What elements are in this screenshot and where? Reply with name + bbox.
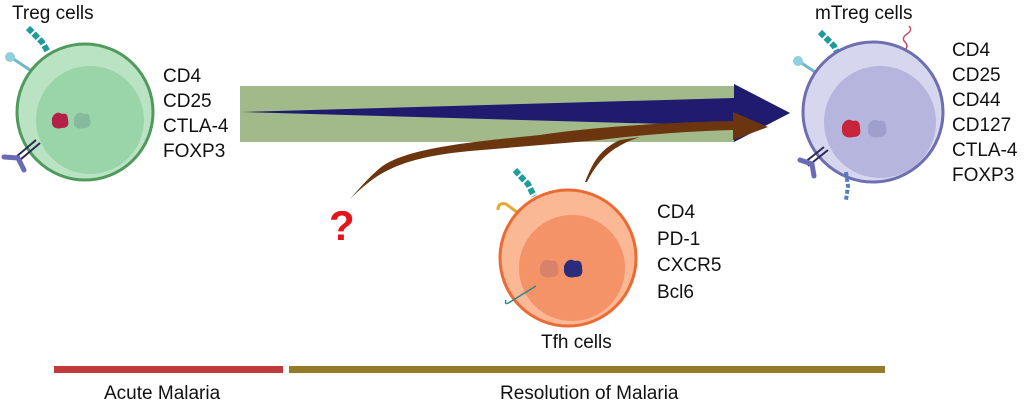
- resolution-malaria-label: Resolution of Malaria: [500, 383, 679, 404]
- mtreg-marker-list: CD4 CD25 CD44 CD127 CTLA-4 FOXP3: [952, 38, 1017, 188]
- tfh-marker: Bcl6: [657, 281, 694, 303]
- receptor-chain-icon: [844, 171, 851, 201]
- tfh-marker: CD4: [657, 202, 696, 223]
- treg-marker: CTLA-4: [163, 116, 229, 137]
- mtreg-marker: CD127: [952, 115, 1012, 136]
- chromatin-icon: [52, 112, 69, 129]
- tfh-marker: PD-1: [657, 228, 701, 250]
- tfh-branch-arrow: [585, 137, 640, 182]
- acute-malaria-label: Acute Malaria: [104, 383, 221, 404]
- treg-marker: CD4: [163, 66, 202, 87]
- tfh-cell: [496, 168, 638, 328]
- receptor-head-icon: [5, 52, 15, 62]
- antibody-icon: [1, 139, 41, 173]
- chromatin-shadow-icon: [540, 259, 559, 278]
- mtreg-marker: FOXP3: [952, 165, 1015, 186]
- chromatin-shadow-icon: [74, 112, 91, 129]
- treg-title: Treg cells: [12, 3, 94, 24]
- tcr-icon: [25, 25, 51, 54]
- mtreg-title: mTreg cells: [815, 3, 913, 24]
- mtreg-marker: CD25: [952, 65, 1001, 86]
- mtreg-marker: CTLA-4: [952, 140, 1018, 161]
- tfh-marker: CXCR5: [657, 255, 722, 276]
- acute-malaria-bar: [54, 366, 283, 373]
- receptor-hook-icon: [496, 202, 523, 218]
- mtreg-cell: [793, 25, 945, 201]
- chromatin-icon: [564, 259, 583, 278]
- treg-marker: CD25: [163, 91, 212, 112]
- tfh-marker-list: CD4 PD-1 CXCR5 Bcl6: [657, 200, 721, 306]
- tfh-title: Tfh cells: [541, 332, 612, 353]
- mtreg-marker: CD4: [952, 40, 991, 61]
- treg-marker-list: CD4 CD25 CTLA-4 FOXP3: [163, 64, 228, 164]
- chromatin-shadow-icon: [868, 119, 887, 138]
- tcr-icon: [512, 168, 537, 198]
- mtreg-marker: CD44: [952, 90, 1001, 111]
- treg-cell: [1, 25, 155, 182]
- main-transition-arrow: [240, 84, 790, 199]
- tfh-to-mtreg-arrow: [350, 112, 768, 199]
- chromatin-icon: [842, 119, 861, 138]
- treg-marker: FOXP3: [163, 141, 226, 162]
- antibody-icon: [797, 146, 829, 179]
- resolution-malaria-bar: [289, 366, 885, 373]
- receptor-tail-icon: [504, 285, 537, 305]
- receptor-head-icon: [793, 56, 803, 66]
- treg-to-mtreg-arrow: [242, 84, 790, 142]
- unknown-source-question-mark: ?: [329, 202, 355, 249]
